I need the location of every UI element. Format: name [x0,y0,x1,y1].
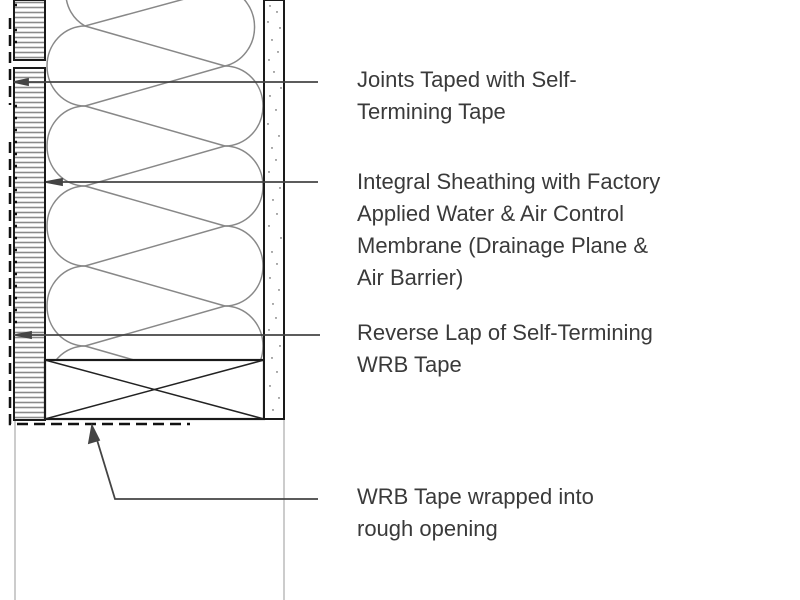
sheathing-panel-lower [13,67,46,421]
leader-sheathing [45,177,318,187]
callout-reverse-lap: Reverse Lap of Self-Termining WRB Tape [357,320,653,377]
interior-drywall [263,0,285,420]
sheathing-panel-upper [13,0,46,61]
batt-insulation [46,0,264,360]
membrane-ticks [14,3,17,324]
callout-joints-taped: Joints Taped with Self- Termining Tape [357,67,577,124]
leader-reverse-lap [14,330,320,340]
callout-wrb-tape-wrapped: WRB Tape wrapped into rough opening [357,484,594,541]
framing-plate [43,358,266,421]
leader-wrb-wrap [87,423,318,500]
leader-joints [13,77,318,87]
wrb-tape-dashed [8,18,190,426]
callout-integral-sheathing: Integral Sheathing with Factory Applied … [357,169,661,290]
